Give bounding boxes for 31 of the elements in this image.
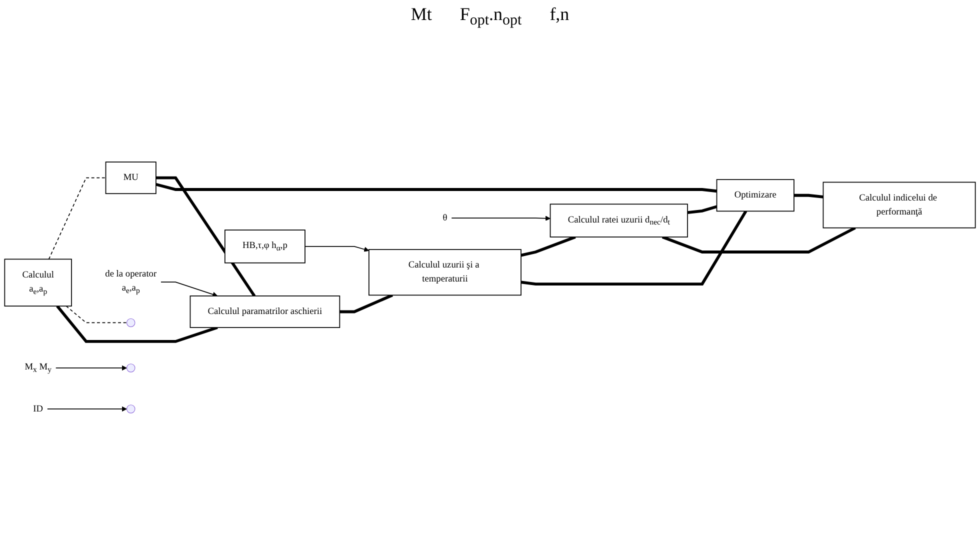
connector-line xyxy=(66,305,128,323)
process-box: Calculul a$_{e}$,a$_{p}$ xyxy=(4,258,72,306)
connector-line xyxy=(662,226,856,254)
connector-line xyxy=(48,176,106,260)
connector-line xyxy=(55,365,127,370)
signal-label: F$_{opt}$.n$_{opt}$ xyxy=(460,4,522,30)
process-box: Calculul paramatrilor aschierii xyxy=(190,295,340,328)
process-box: Optimizare xyxy=(716,178,794,212)
connector-line xyxy=(687,204,718,214)
connector-line xyxy=(56,304,218,342)
process-box: Calculul uzurii şi a temperaturii xyxy=(368,248,522,296)
connector-line xyxy=(794,194,824,198)
signal-text: ID xyxy=(33,403,44,414)
process-box: Calculul indicelui de performanţă xyxy=(822,181,976,228)
signal-label: f,n xyxy=(550,4,570,26)
signal-label: Mt xyxy=(410,4,432,26)
connector-line xyxy=(340,293,394,313)
connector-line xyxy=(304,246,370,252)
process-box: HB,τ,φ h$_{α}$,p xyxy=(224,229,306,263)
process-box: MU xyxy=(105,161,156,194)
connector-line xyxy=(160,281,218,297)
signal-text: M$_{x}$ M$_{y}$ xyxy=(24,362,52,374)
connector-line xyxy=(156,176,256,296)
signal-text: θ xyxy=(442,212,448,222)
connector-line xyxy=(156,182,717,192)
connector-line xyxy=(520,235,576,256)
process-box: Calculul ratei uzurii d$_{nec}$/d$_{t}$ xyxy=(550,203,688,238)
connector-line xyxy=(520,210,748,286)
signal-text: de la operator a$_{e}$,a$_{p}$ xyxy=(105,268,157,295)
connector-line xyxy=(451,215,550,221)
connector-line xyxy=(46,406,127,412)
